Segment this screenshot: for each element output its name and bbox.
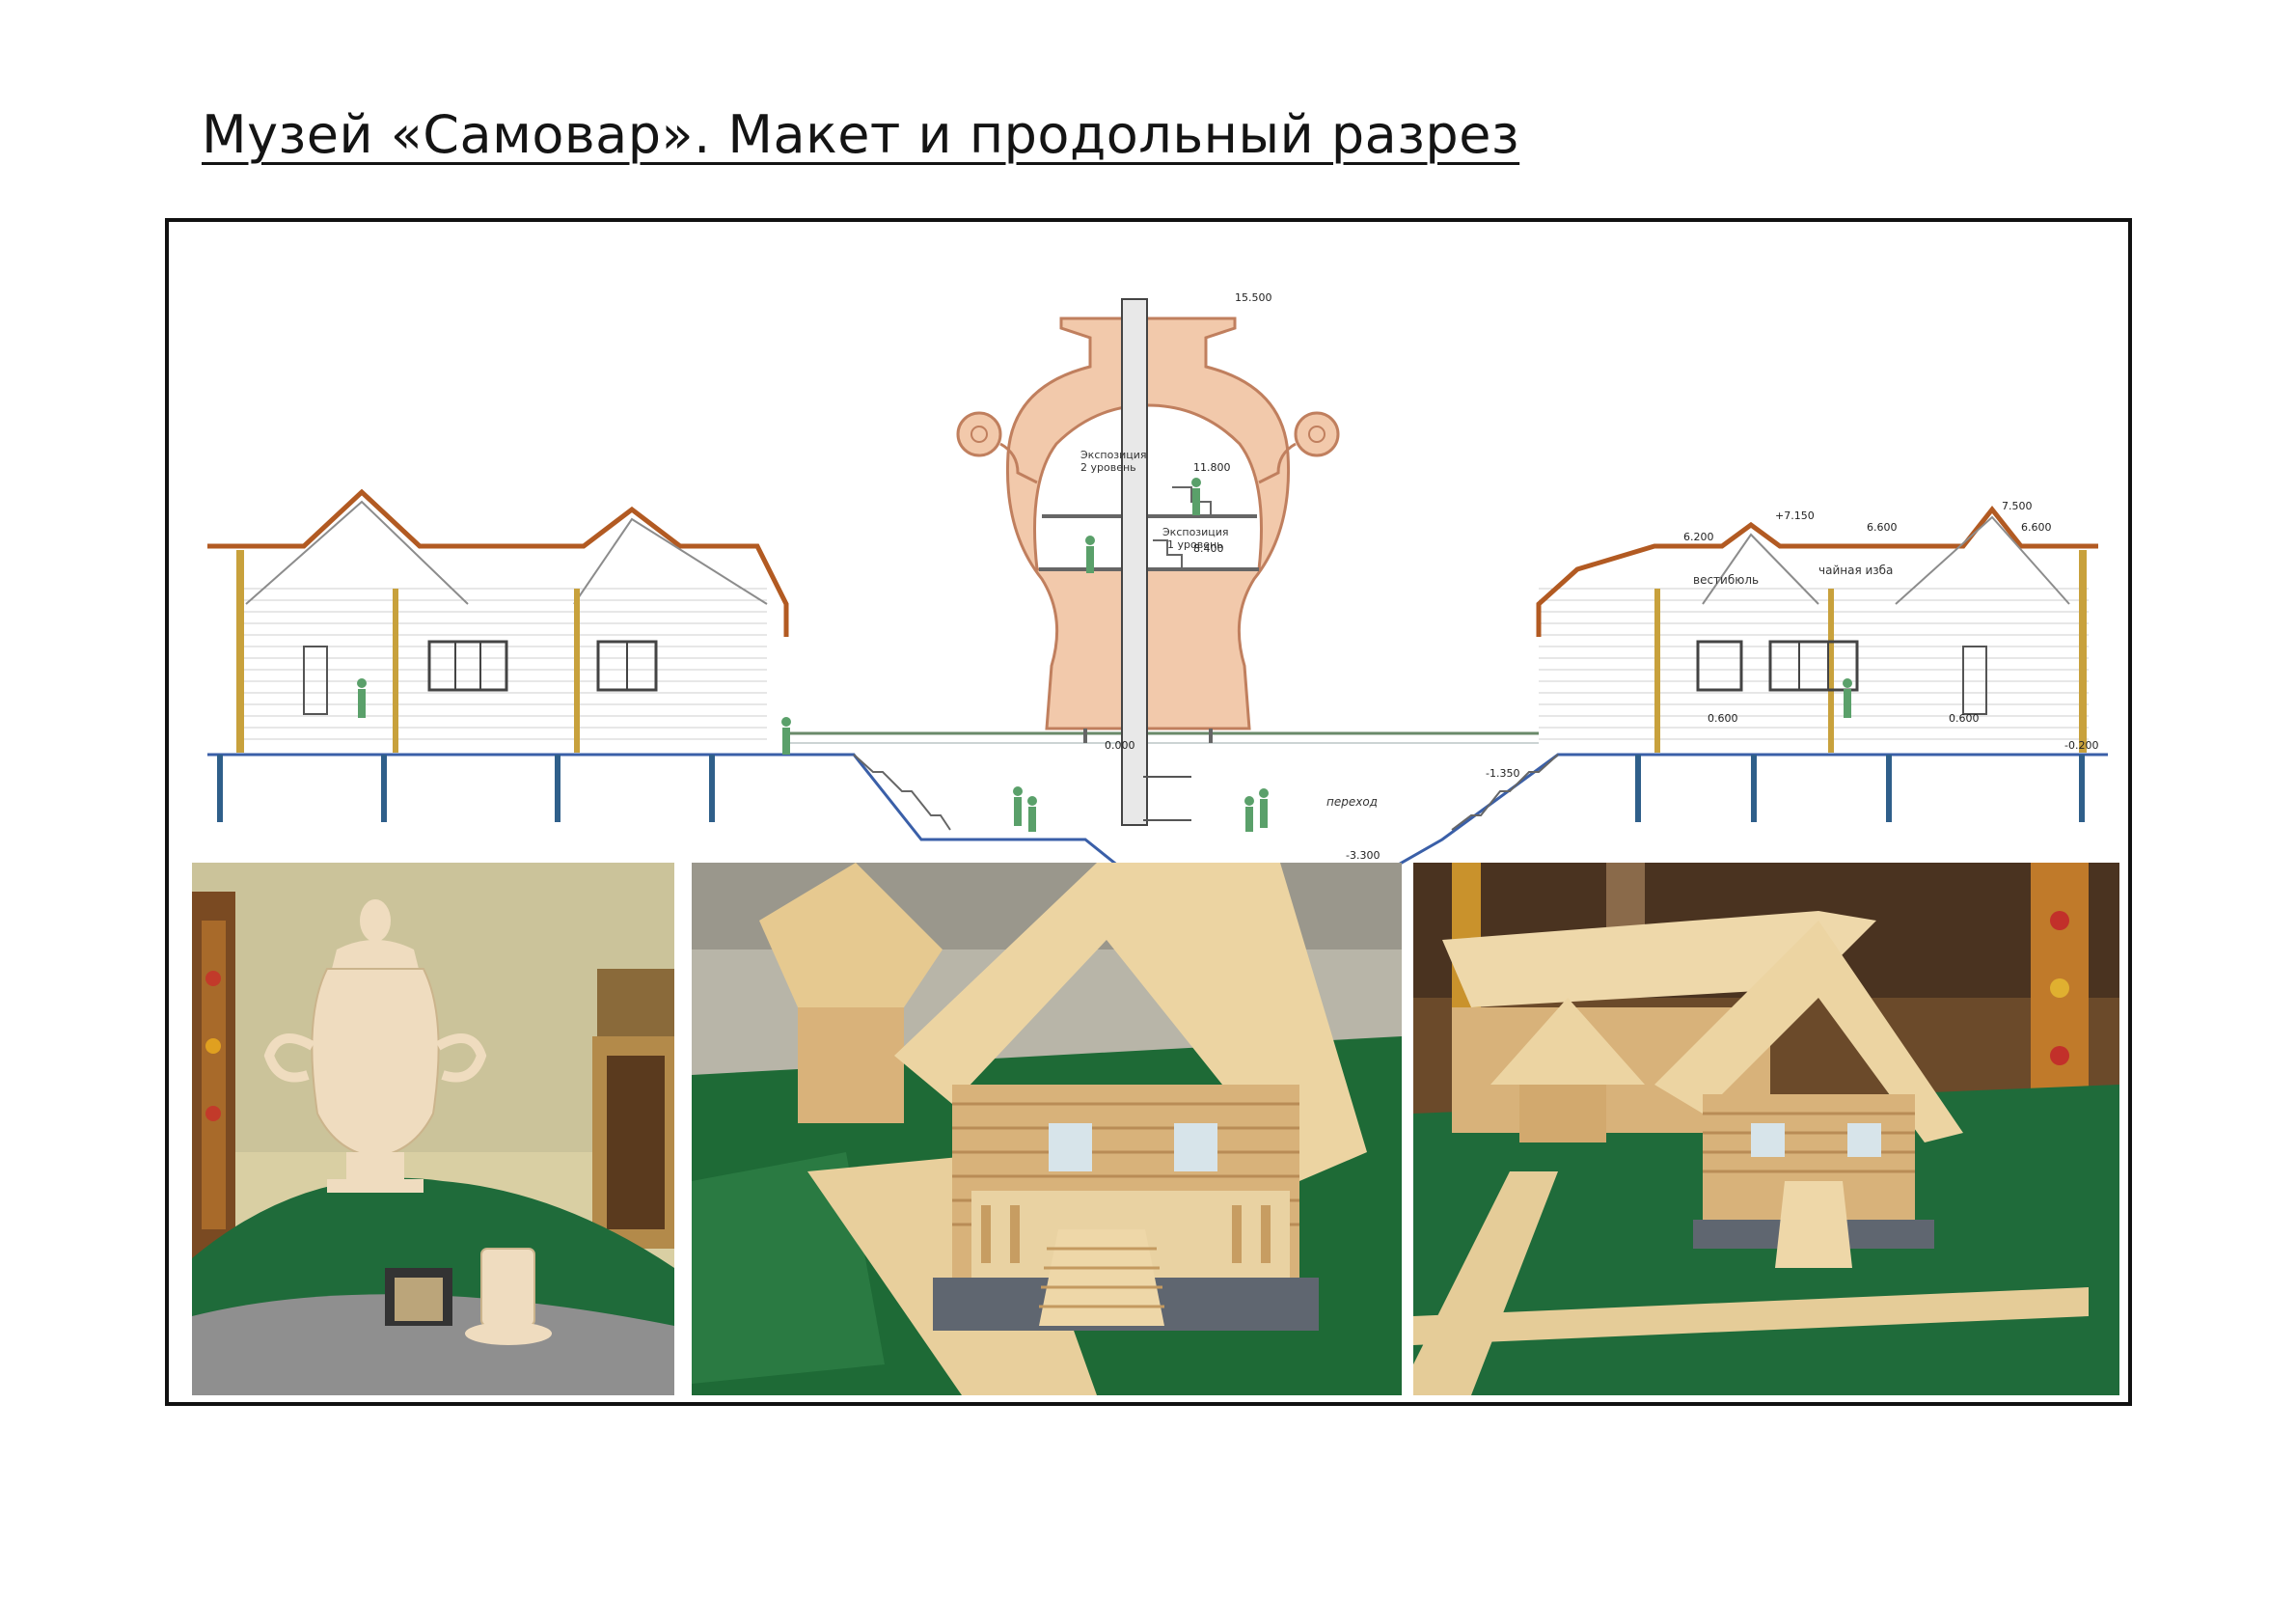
mark-ground-right: -0.200 — [2064, 739, 2098, 752]
content-frame: Экспозиция 2 уровень Экспозиция 1 уровен… — [165, 218, 2132, 1406]
label-vestibule: вестибюль — [1693, 573, 1759, 587]
mark-top: 15.500 — [1235, 291, 1272, 304]
photo-samovar-model — [192, 863, 674, 1395]
left-building — [207, 488, 789, 822]
mark-level-1: 8.400 — [1193, 542, 1224, 555]
label-exposition-2-line1: Экспозиция — [1080, 449, 1147, 461]
mark-ridge-right: 7.500 — [2002, 500, 2033, 512]
mark-zero: 0.000 — [1105, 739, 1135, 752]
label-exposition-1-line2: 1 уровень — [1167, 538, 1223, 551]
label-passage: переход — [1326, 795, 1378, 809]
page-title: Музей «Самовар». Макет и продольный разр… — [202, 104, 1520, 165]
scale-figures — [357, 478, 1852, 832]
elevation-marks: 15.500 11.800 8.400 7.500 +7.150 6.200 6… — [1105, 291, 2098, 862]
label-exposition-1-line1: Экспозиция — [1162, 526, 1229, 538]
tunnel-section — [767, 731, 1693, 880]
photo-log-house-front — [692, 863, 1402, 1395]
mark-eave-mid: 6.600 — [1867, 521, 1898, 534]
samovar-tower: Экспозиция 2 уровень Экспозиция 1 уровен… — [956, 298, 1340, 826]
mark-eave-right: 6.600 — [2021, 521, 2052, 534]
mark-stair-landing: -1.350 — [1486, 767, 1519, 780]
mark-floor-right-2: 0.600 — [1949, 712, 1980, 725]
mark-level-2: 11.800 — [1193, 461, 1231, 474]
label-exposition-2-line2: 2 уровень — [1080, 461, 1136, 474]
mark-eave-left: 6.200 — [1683, 531, 1714, 543]
right-building: вестибюль чайная изба — [1536, 505, 2108, 822]
longitudinal-section-drawing: Экспозиция 2 уровень Экспозиция 1 уровен… — [207, 291, 2108, 880]
mark-ridge-vestibule: +7.150 — [1775, 509, 1815, 522]
photo-log-house-side — [1413, 863, 2119, 1395]
mark-floor-right-1: 0.600 — [1708, 712, 1738, 725]
label-tea-house: чайная изба — [1818, 564, 1893, 577]
mark-tunnel-floor: -3.300 — [1346, 849, 1380, 862]
